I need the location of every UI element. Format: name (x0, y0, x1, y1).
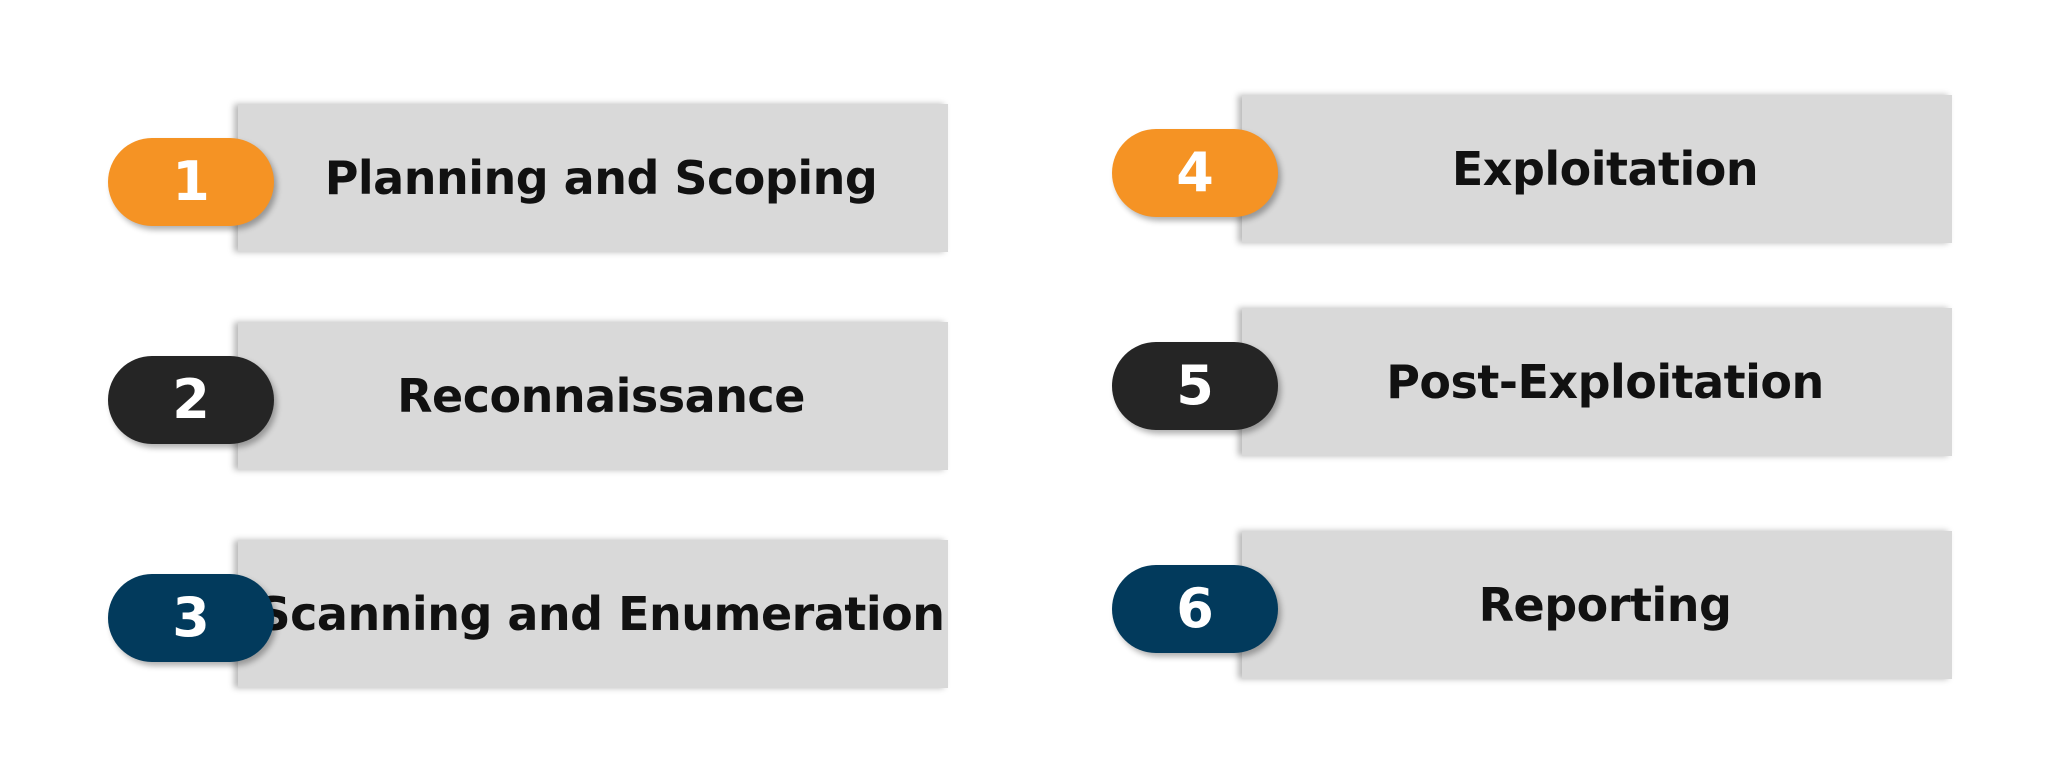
step-card: Planning and Scoping (238, 104, 948, 252)
step-number-badge: 6 (1112, 565, 1278, 653)
step-number: 2 (172, 368, 210, 431)
step-number-badge: 1 (108, 138, 274, 226)
step-label: Reconnaissance (397, 369, 805, 423)
step-card: Post-Exploitation (1242, 308, 1952, 456)
step-number: 6 (1176, 577, 1214, 640)
step-number: 1 (172, 150, 210, 213)
step-number-badge: 2 (108, 356, 274, 444)
step-label: Scanning and Enumeration (257, 587, 946, 641)
step-number: 3 (172, 586, 210, 649)
step-card: Exploitation (1242, 95, 1952, 243)
step-label: Reporting (1478, 578, 1732, 632)
step-number-badge: 5 (1112, 342, 1278, 430)
step-number: 5 (1176, 354, 1214, 417)
step-card: Reconnaissance (238, 322, 948, 470)
step-label: Planning and Scoping (324, 151, 878, 205)
step-number: 4 (1176, 141, 1214, 204)
step-label: Exploitation (1451, 142, 1759, 196)
step-number-badge: 4 (1112, 129, 1278, 217)
step-number-badge: 3 (108, 574, 274, 662)
step-card: Reporting (1242, 531, 1952, 679)
step-label: Post-Exploitation (1386, 355, 1824, 409)
step-card: Scanning and Enumeration (238, 540, 948, 688)
